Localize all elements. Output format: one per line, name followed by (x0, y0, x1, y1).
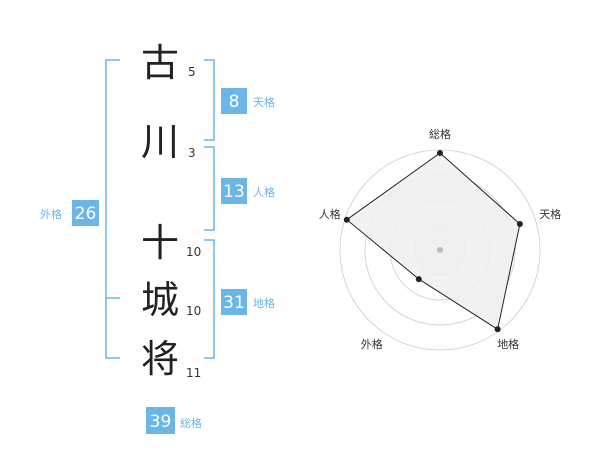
jinkaku-box (221, 178, 247, 204)
tenkaku-box (221, 88, 247, 114)
name-char-5: 将 (141, 337, 179, 381)
radar-point-1 (437, 150, 443, 156)
tenkaku-bracket (204, 59, 215, 141)
radar-axis-label-4: 外格 (361, 337, 383, 351)
chikaku-box (221, 289, 247, 315)
gaikaku-label: 外格 (40, 207, 62, 221)
stroke-count-1: 5 (188, 65, 196, 79)
stroke-count-5: 11 (186, 366, 201, 380)
soukaku-value: 39 (150, 412, 172, 432)
gaikaku-bracket (105, 59, 120, 359)
radar-center (437, 247, 443, 253)
radar-polygon (345, 152, 521, 331)
gaikaku-box (72, 200, 99, 226)
name-char-1: 古 (141, 41, 179, 85)
name-char-3: 十 (141, 221, 179, 265)
radar-axis-label-1: 総格 (429, 127, 451, 141)
chikaku-label: 地格 (253, 296, 275, 310)
jinkaku-bracket (204, 146, 215, 231)
soukaku-box (146, 407, 175, 434)
radar-point-5 (343, 216, 350, 223)
radar-point-4 (415, 276, 422, 283)
gaikaku-value: 26 (75, 204, 97, 224)
radar-axis-label-3: 地格 (497, 337, 519, 351)
chikaku-bracket (204, 239, 215, 359)
radar-axis-label-5: 人格 (319, 207, 341, 221)
tenkaku-label: 天格 (253, 95, 275, 109)
radar-axis-label-2: 天格 (539, 207, 561, 221)
chikaku-value: 31 (223, 293, 245, 313)
jinkaku-value: 13 (223, 182, 245, 202)
soukaku-label: 総格 (180, 416, 202, 430)
stroke-count-4: 10 (186, 304, 201, 318)
radar-point-3 (494, 326, 501, 333)
stroke-count-3: 10 (186, 245, 201, 259)
name-char-4: 城 (141, 278, 179, 322)
radar-point-2 (516, 221, 523, 227)
name-char-2: 川 (141, 120, 179, 164)
jinkaku-label: 人格 (253, 185, 275, 199)
stroke-count-2: 3 (188, 146, 196, 160)
tenkaku-value: 8 (229, 92, 240, 112)
